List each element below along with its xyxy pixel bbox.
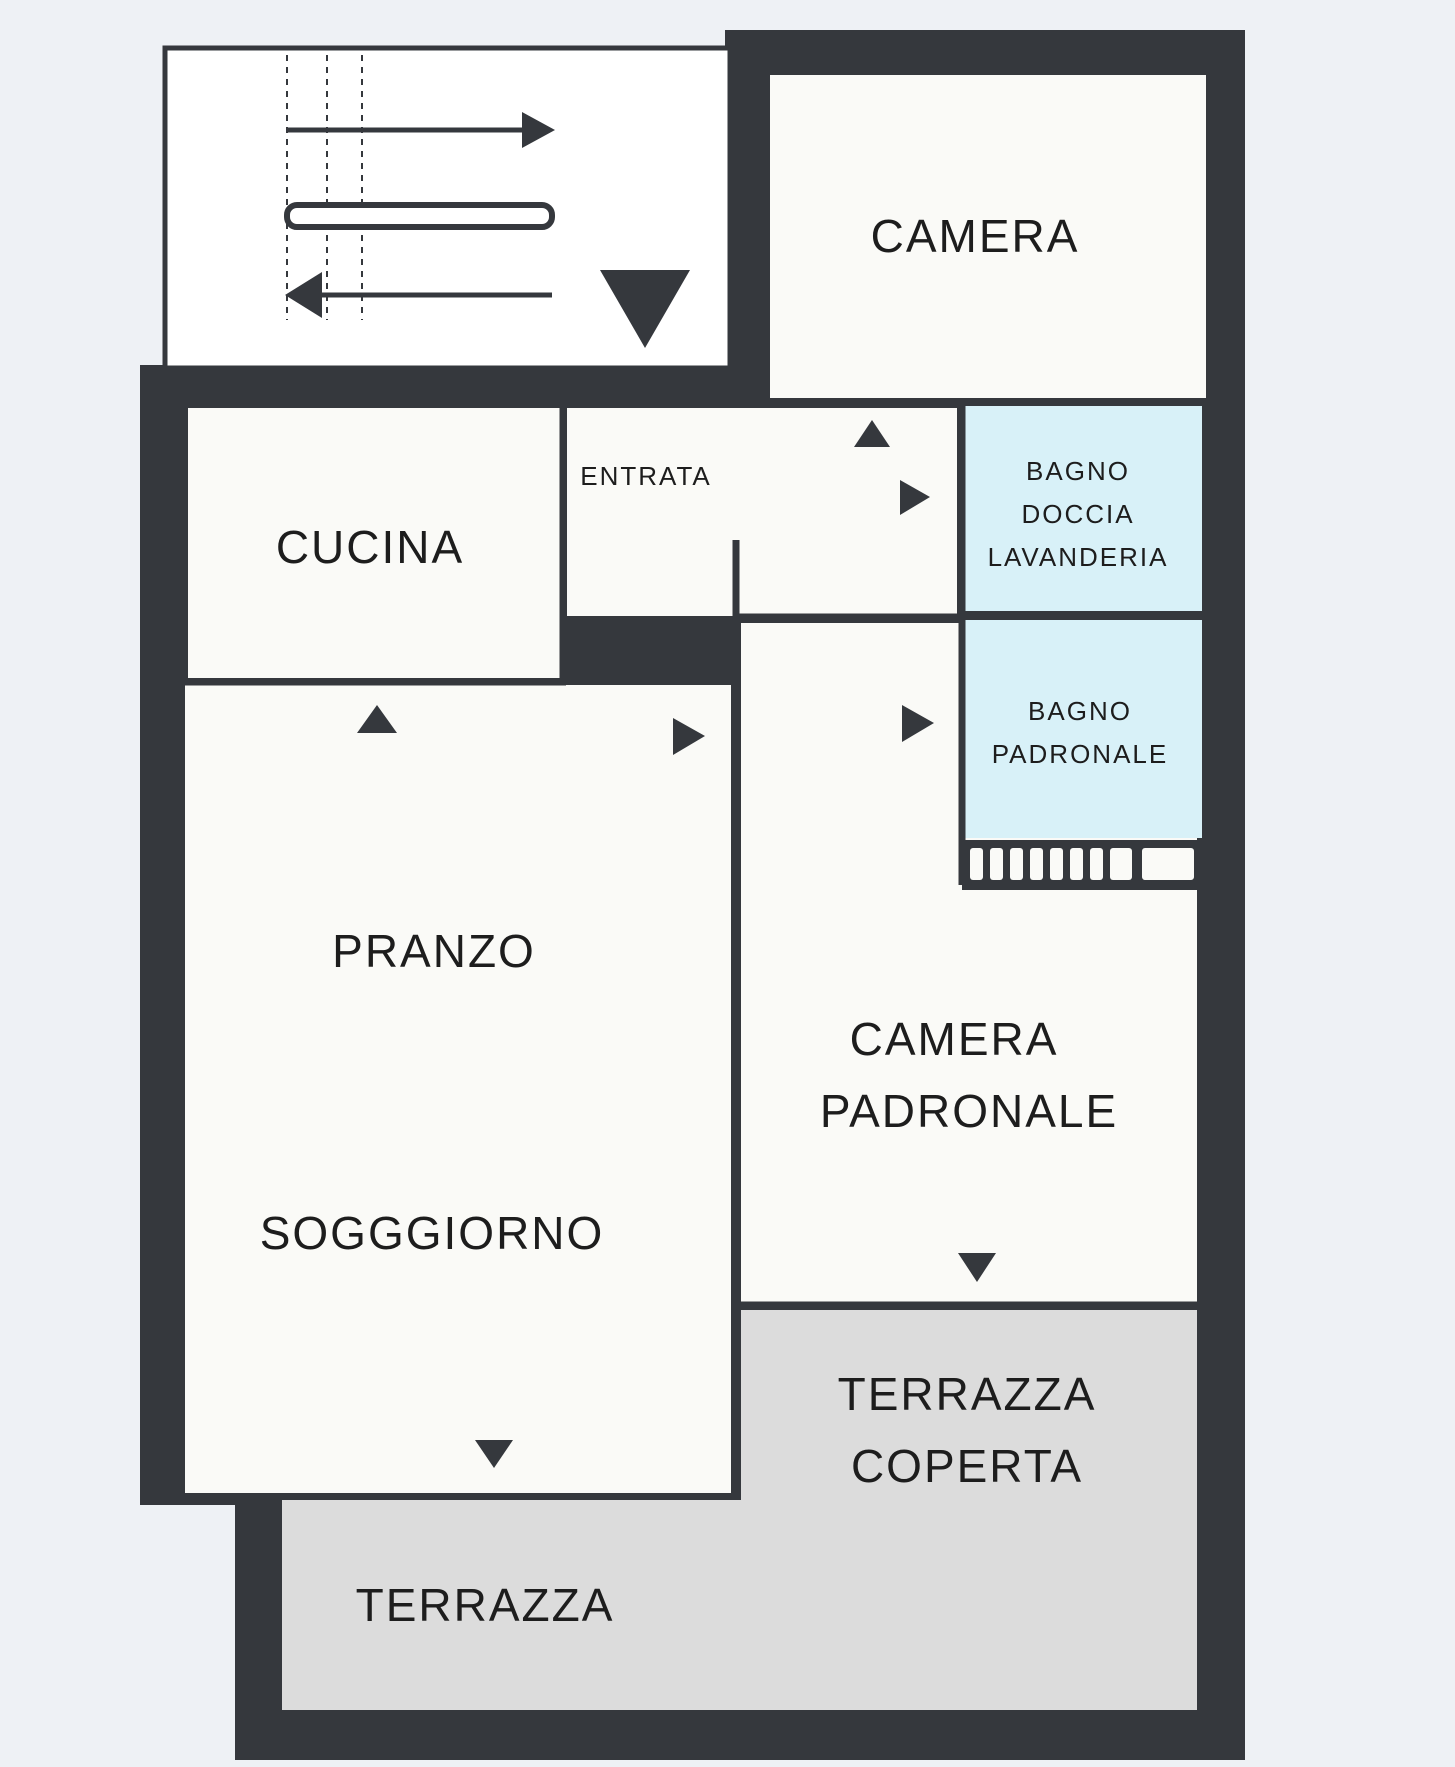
label-terrazza: TERRAZZA — [356, 1579, 615, 1631]
label-soggiorno: SOGGGIORNO — [260, 1207, 605, 1259]
triangle-door-marker-icon — [673, 718, 705, 755]
closet-grille — [962, 840, 1202, 890]
label-bagno-padronale-line1: BAGNO — [1028, 696, 1132, 726]
label-camera-padronale-line1: CAMERA — [850, 1013, 1059, 1065]
stair-area — [162, 45, 733, 371]
room-entrata — [567, 408, 957, 616]
room-pranzo-soggiorno — [185, 685, 731, 1493]
label-bagno-padronale-line2: PADRONALE — [992, 739, 1168, 769]
room-bagno-padronale — [964, 620, 1202, 838]
label-camera: CAMERA — [871, 210, 1080, 262]
interior-walls — [185, 402, 1200, 1495]
room-cucina — [188, 408, 561, 678]
label-bagno-doccia-line3: LAVANDERIA — [988, 542, 1169, 572]
stair-treads — [286, 55, 363, 320]
label-terrazza-coperta-line2: COPERTA — [851, 1440, 1083, 1492]
triangle-door-marker-icon — [854, 420, 890, 447]
door-markers — [357, 420, 996, 1468]
triangle-door-marker-icon — [958, 1253, 996, 1282]
label-bagno-doccia-line1: BAGNO — [1026, 456, 1130, 486]
stair-direction-arrow-icon — [287, 112, 555, 148]
label-camera-padronale-line2: PADRONALE — [820, 1085, 1118, 1137]
triangle-door-marker-icon — [902, 705, 934, 742]
label-terrazza-coperta-line1: TERRAZZA — [838, 1368, 1097, 1420]
triangle-door-marker-icon — [900, 480, 930, 515]
label-entrata: ENTRATA — [580, 461, 711, 491]
stair-handrail — [284, 202, 555, 230]
room-bagno-doccia — [964, 406, 1202, 611]
room-terrazza — [282, 1500, 1197, 1710]
triangle-door-marker-icon — [475, 1440, 513, 1468]
stair-return-arrow-icon — [285, 272, 552, 318]
room-camera — [770, 75, 1206, 398]
triangle-door-marker-icon — [357, 705, 397, 733]
label-pranzo: PRANZO — [332, 925, 536, 977]
label-bagno-doccia-line2: DOCCIA — [1021, 499, 1134, 529]
label-cucina: CUCINA — [276, 521, 464, 573]
stair-landing-triangle-icon — [600, 270, 690, 348]
